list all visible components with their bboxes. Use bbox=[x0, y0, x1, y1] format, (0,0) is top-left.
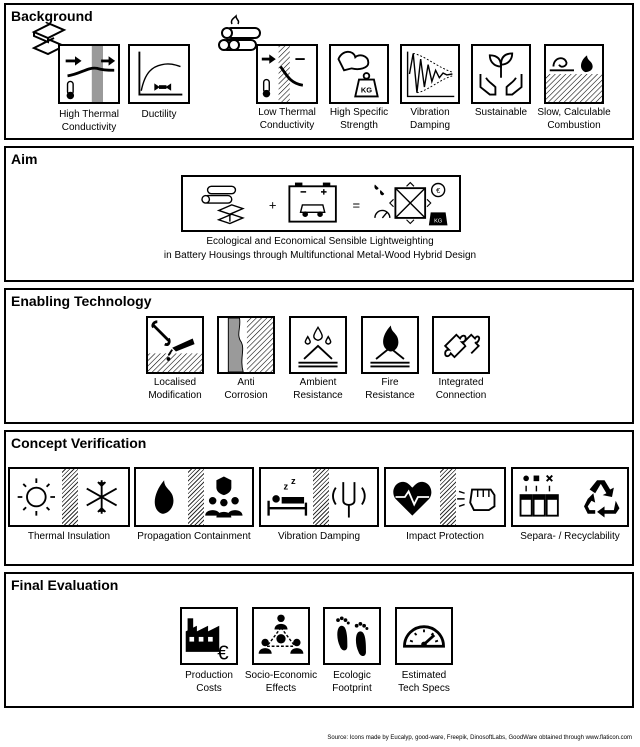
socio-economic-effects-icon bbox=[252, 607, 310, 665]
label-socio-economic-effects: Socio-Economic Effects bbox=[244, 670, 318, 694]
vibration-damping-icon bbox=[400, 44, 460, 104]
svg-text:z: z bbox=[291, 476, 296, 486]
label-fire-resistance: Fire Resistance bbox=[365, 377, 415, 401]
background-section: Background bbox=[4, 3, 634, 140]
protection-layer bbox=[440, 469, 456, 525]
fist-icon bbox=[457, 488, 496, 511]
label-localised-modification: Localised Modification bbox=[148, 377, 202, 401]
localised-modification-icon bbox=[146, 316, 204, 374]
production-costs-icon: € bbox=[180, 607, 238, 665]
people-shield-icon bbox=[205, 476, 243, 518]
recycle-icon bbox=[584, 480, 620, 518]
sun-icon bbox=[17, 478, 56, 516]
section-title-aim: Aim bbox=[11, 151, 38, 167]
anti-corrosion-icon bbox=[217, 316, 275, 374]
label-impact-protection: Impact Protection bbox=[406, 531, 484, 542]
source-attribution: Source: Icons made by Eucalyp, good-ware… bbox=[327, 735, 632, 741]
wood-steel-icon bbox=[201, 185, 245, 225]
section-title-background: Background bbox=[11, 8, 93, 24]
containment-layer bbox=[188, 469, 204, 525]
sustainable-icon bbox=[471, 44, 531, 104]
label-sustainable: Sustainable bbox=[474, 107, 528, 118]
factory-icon bbox=[185, 618, 220, 652]
label-ecologic-footprint: Ecologic Footprint bbox=[332, 670, 372, 694]
section-title-concept: Concept Verification bbox=[11, 435, 147, 451]
sleeping-bed-icon: z z bbox=[267, 476, 308, 516]
aim-section: Aim bbox=[4, 146, 634, 282]
label-ductility: Ductility bbox=[141, 109, 177, 120]
final-evaluation-section: Final Evaluation bbox=[4, 572, 634, 708]
euro-icon: € bbox=[217, 641, 229, 663]
label-vibration-damping: Vibration Damping bbox=[409, 107, 451, 131]
ductility-icon bbox=[128, 44, 190, 104]
label-slow-calculable-combustion: Slow, Calculable Combustion bbox=[537, 107, 611, 131]
tuning-fork-icon bbox=[332, 482, 366, 518]
svg-text:z: z bbox=[284, 482, 289, 492]
label-high-specific-strength: High Specific Strength bbox=[329, 107, 389, 131]
snowflake-icon bbox=[86, 480, 118, 514]
aim-description-line1: Ecological and Economical Sensible Light… bbox=[206, 236, 434, 247]
section-title-final: Final Evaluation bbox=[11, 577, 119, 593]
low-thermal-conductivity-icon bbox=[256, 44, 318, 104]
propagation-containment-box bbox=[134, 467, 254, 527]
label-separa-recyclability: Separa- / Recyclability bbox=[520, 531, 620, 542]
impact-protection-box bbox=[384, 467, 506, 527]
label-anti-corrosion: Anti Corrosion bbox=[224, 377, 268, 401]
label-estimated-tech-specs: Estimated Tech Specs bbox=[398, 670, 450, 694]
label-low-thermal-conductivity: Low Thermal Conductivity bbox=[258, 107, 316, 131]
high-thermal-conductivity-icon bbox=[58, 44, 120, 104]
slow-combustion-icon bbox=[544, 44, 604, 104]
label-propagation-containment: Propagation Containment bbox=[137, 531, 251, 542]
aim-equation-box: + = € KG bbox=[181, 175, 461, 232]
equals-sign: = bbox=[353, 198, 361, 213]
concept-verification-section: Concept Verification bbox=[4, 430, 634, 566]
label-production-costs: Production Costs bbox=[185, 670, 233, 694]
sorting-bins-icon bbox=[519, 474, 559, 517]
ambient-resistance-icon bbox=[289, 316, 347, 374]
label-vibration-damping-concept: Vibration Damping bbox=[277, 531, 361, 542]
separa-recyclability-box bbox=[511, 467, 629, 527]
result-icon-cluster: € KG bbox=[374, 181, 448, 226]
kg-weight-text: KG bbox=[361, 86, 372, 95]
label-integrated-connection: Integrated Connection bbox=[435, 377, 487, 401]
label-ambient-resistance: Ambient Resistance bbox=[293, 377, 343, 401]
thermal-insulation-box bbox=[8, 467, 130, 527]
label-thermal-insulation: Thermal Insulation bbox=[27, 531, 111, 542]
integrated-connection-icon bbox=[432, 316, 490, 374]
wood-logs-icon bbox=[218, 14, 261, 51]
insulation-layer bbox=[62, 469, 78, 525]
high-specific-strength-icon: KG bbox=[329, 44, 389, 104]
fire-resistance-icon bbox=[361, 316, 419, 374]
estimated-tech-specs-icon bbox=[395, 607, 453, 665]
ecologic-footprint-icon bbox=[323, 607, 381, 665]
damping-layer bbox=[313, 469, 329, 525]
aim-description-line2: in Battery Housings through Multifunctio… bbox=[163, 250, 477, 261]
enabling-technology-section: Enabling Technology bbox=[4, 288, 634, 424]
battery-car-icon bbox=[288, 182, 337, 223]
plus-sign: + bbox=[269, 198, 277, 213]
vibration-damping-box: z z bbox=[259, 467, 379, 527]
section-title-enabling: Enabling Technology bbox=[11, 293, 152, 309]
label-high-thermal-conductivity: High Thermal Conductivity bbox=[59, 109, 119, 133]
flame-icon bbox=[154, 480, 174, 514]
euro-symbol: € bbox=[436, 186, 441, 195]
kg-text: KG bbox=[434, 219, 442, 225]
